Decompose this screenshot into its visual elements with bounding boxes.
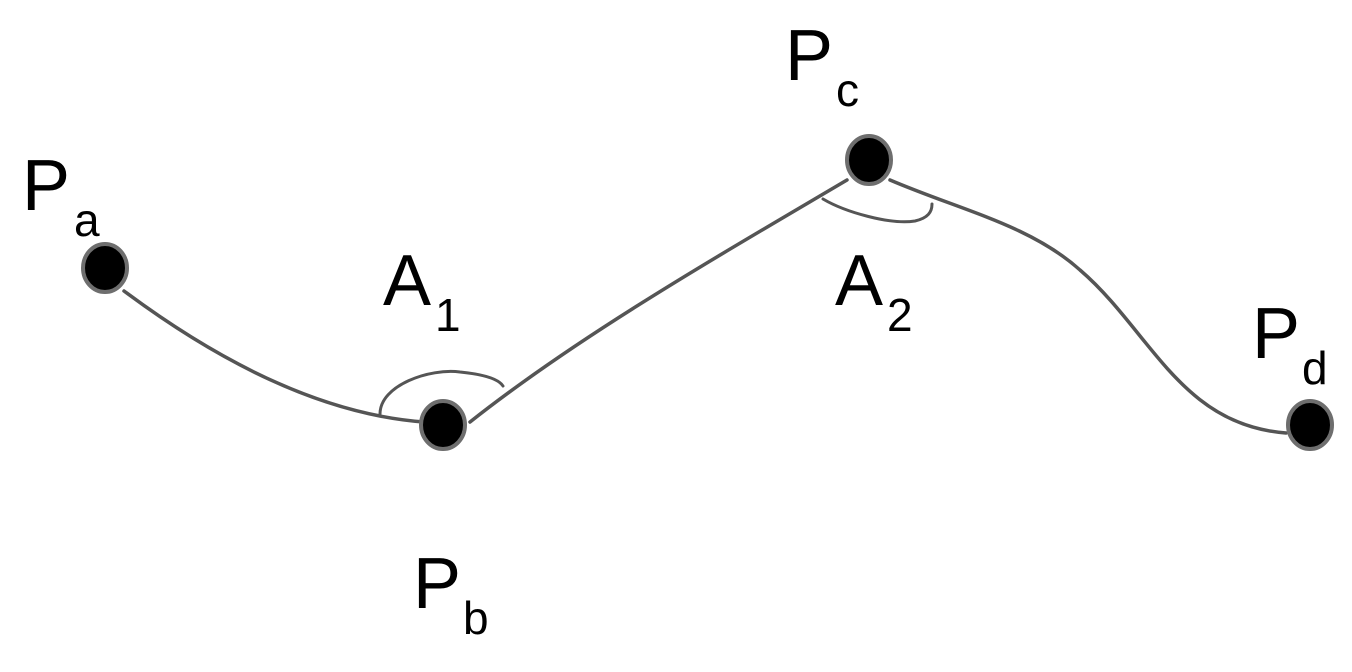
label-pc: P c	[785, 16, 859, 116]
segment-pa-pb	[122, 289, 426, 424]
label-a1-sub: 1	[435, 289, 461, 341]
label-a2: A 2	[835, 241, 913, 341]
point-pb	[419, 399, 467, 451]
segment-pb-pc	[468, 178, 849, 424]
label-pd-main: P	[1252, 294, 1300, 374]
label-pa-main: P	[22, 146, 70, 226]
label-pb: P b	[413, 544, 489, 644]
label-pd: P d	[1252, 294, 1328, 394]
label-pa-sub: a	[74, 194, 100, 246]
label-pc-sub: c	[836, 64, 859, 116]
angle-arc-a1	[378, 369, 505, 416]
label-pb-main: P	[413, 544, 461, 624]
label-pd-sub: d	[1302, 342, 1328, 394]
point-pa	[81, 242, 129, 294]
point-pc	[845, 134, 893, 186]
label-pc-main: P	[785, 16, 833, 96]
label-a1: A 1	[383, 241, 461, 341]
point-pd	[1286, 399, 1334, 451]
segment-pc-pd	[888, 178, 1288, 435]
label-a2-sub: 2	[887, 289, 913, 341]
label-pb-sub: b	[463, 592, 489, 644]
label-a1-main: A	[383, 241, 431, 321]
label-a2-main: A	[835, 241, 883, 321]
angle-arc-a2	[821, 197, 934, 224]
label-pa: P a	[22, 146, 100, 246]
